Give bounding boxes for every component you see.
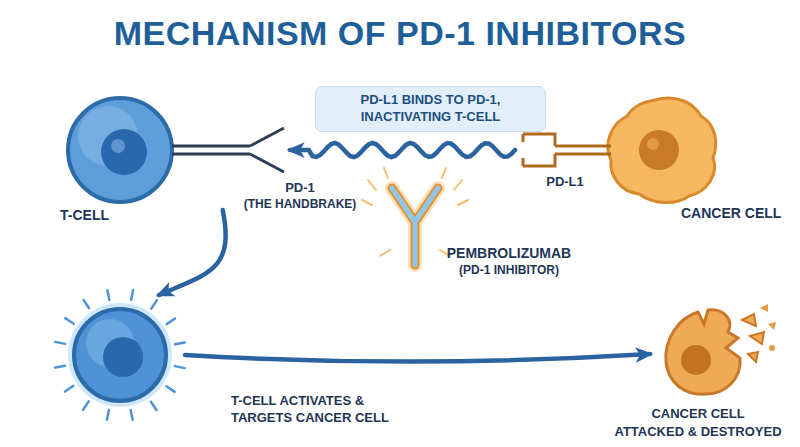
drug-note: (PD-1 INHIBITOR) [444, 263, 574, 279]
receptor-note: (THE HANDBRAKE) [240, 197, 360, 213]
cell-label: CANCER CELL [610, 406, 786, 423]
arrow-connector [185, 354, 650, 361]
cell-label: T-CELL [60, 206, 130, 224]
ligand-label: PD-L1 [535, 174, 595, 191]
antibody-symbol [392, 188, 438, 265]
cancer-cell-shape [515, 88, 725, 208]
arrow-connector [290, 143, 515, 157]
destroyed-cancer-cell-shape [650, 298, 785, 400]
cancer-cell: CANCER CELL [515, 88, 725, 208]
callout-box: PD-L1 BINDS TO PD-1, INACTIVATING T-CELL [315, 86, 546, 132]
callout-text: PD-L1 BINDS TO PD-1, INACTIVATING T-CELL [328, 92, 533, 126]
cell-label: CANCER CELL [681, 204, 791, 222]
active-t-cell-shape [55, 295, 185, 415]
cell-label: ATTACKED & DESTROYED [610, 424, 786, 441]
receptor-label: PD-1 [240, 180, 360, 197]
arrow-connector [159, 210, 226, 295]
diagram-title: MECHANISM OF PD-1 INHIBITORS [0, 14, 800, 53]
active-t-cell: T-CELL ACTIVATES & TARGETS CANCER CELL [55, 295, 185, 415]
t-cell-shape [58, 92, 290, 210]
drug-name: PEMBROLIZUMAB [444, 244, 574, 262]
step-label: T-CELL ACTIVATES & TARGETS CANCER CELL [231, 393, 421, 427]
destroyed-cancer-cell: CANCER CELLATTACKED & DESTROYED [650, 298, 785, 400]
t-cell: T-CELL [58, 92, 290, 210]
